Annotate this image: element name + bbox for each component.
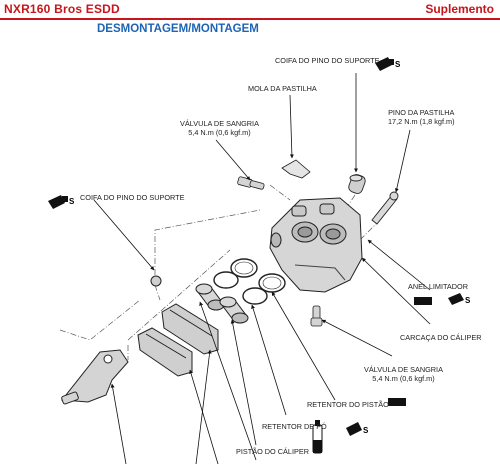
model-title: NXR160 Bros ESDD (4, 2, 120, 16)
grease-icon: S (448, 293, 471, 305)
caliper-body (269, 197, 363, 293)
label-pad-pin: PINO DA PASTILHA 17,2 N.m (1,8 kgf.m) (388, 108, 455, 126)
grease-icon: S (346, 422, 369, 436)
section-title: DESMONTAGEM/MONTAGEM (97, 23, 259, 35)
label-caliper-body: CARCAÇA DO CÁLIPER (400, 333, 482, 342)
label-pad-pin-title: PINO DA PASTILHA (388, 108, 455, 117)
label-bleed-valve-bottom-title: VÁLVULA DE SANGRIA (364, 365, 443, 374)
grease-icon: S (375, 57, 401, 71)
label-boot-left: COIFA DO PINO DO SUPORTE (80, 193, 185, 202)
caliper-pistons (195, 283, 249, 324)
caliper-bracket (61, 275, 162, 405)
label-bleed-valve-bottom: VÁLVULA DE SANGRIA 5,4 N.m (0,6 kgf.m) (364, 365, 443, 383)
label-caliper-piston: PISTÃO DO CÁLIPER (236, 447, 309, 456)
pin-boot-top (348, 174, 366, 194)
label-dust-seal: RETENTOR DE PÓ (262, 422, 327, 431)
brake-pads (137, 303, 219, 377)
label-pad-spring: MOLA DA PASTILHA (248, 84, 317, 93)
svg-text:S: S (363, 426, 369, 435)
label-pad-pin-torque: 17,2 N.m (1,8 kgf.m) (388, 117, 455, 126)
pad-spring (281, 159, 311, 179)
brake-fluid-icon (312, 420, 323, 454)
header-rule (0, 18, 500, 20)
grease-icon: S (48, 195, 75, 209)
label-stopper-ring: ANEL LIMITADOR (408, 282, 469, 291)
label-bleed-valve-top-torque: 5,4 N.m (0,6 kgf.m) (188, 128, 251, 137)
label-boot-top: COIFA DO PINO DO SUPORTE (275, 56, 380, 65)
bleed-valve-top (237, 176, 265, 190)
leader-lines (93, 73, 431, 464)
svg-text:S: S (69, 197, 75, 206)
svg-text:S: S (395, 60, 401, 69)
supplement-tag: Suplemento (425, 2, 494, 16)
svg-text:S: S (465, 296, 471, 305)
label-piston-seal: RETENTOR DO PISTÃO (307, 400, 389, 409)
label-bleed-valve-top-title: VÁLVULA DE SANGRIA (180, 119, 259, 128)
piston-seals (213, 258, 286, 305)
new-part-icon (388, 297, 432, 406)
label-bleed-valve-bottom-torque: 5,4 N.m (0,6 kgf.m) (372, 374, 435, 383)
pad-pin (371, 191, 399, 225)
bleed-valve-bottom (310, 305, 323, 327)
label-bleed-valve-top: VÁLVULA DE SANGRIA 5,4 N.m (0,6 kgf.m) (180, 119, 259, 137)
